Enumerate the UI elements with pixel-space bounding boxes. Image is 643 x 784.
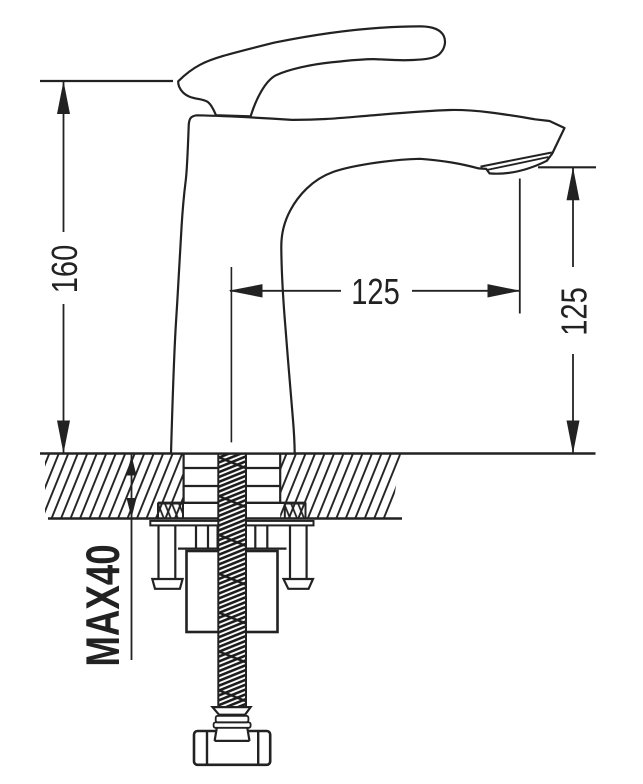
svg-text:125: 125 xyxy=(553,287,594,336)
svg-text:125: 125 xyxy=(351,271,400,312)
svg-text:MAX40: MAX40 xyxy=(77,544,129,666)
svg-text:160: 160 xyxy=(44,245,85,294)
